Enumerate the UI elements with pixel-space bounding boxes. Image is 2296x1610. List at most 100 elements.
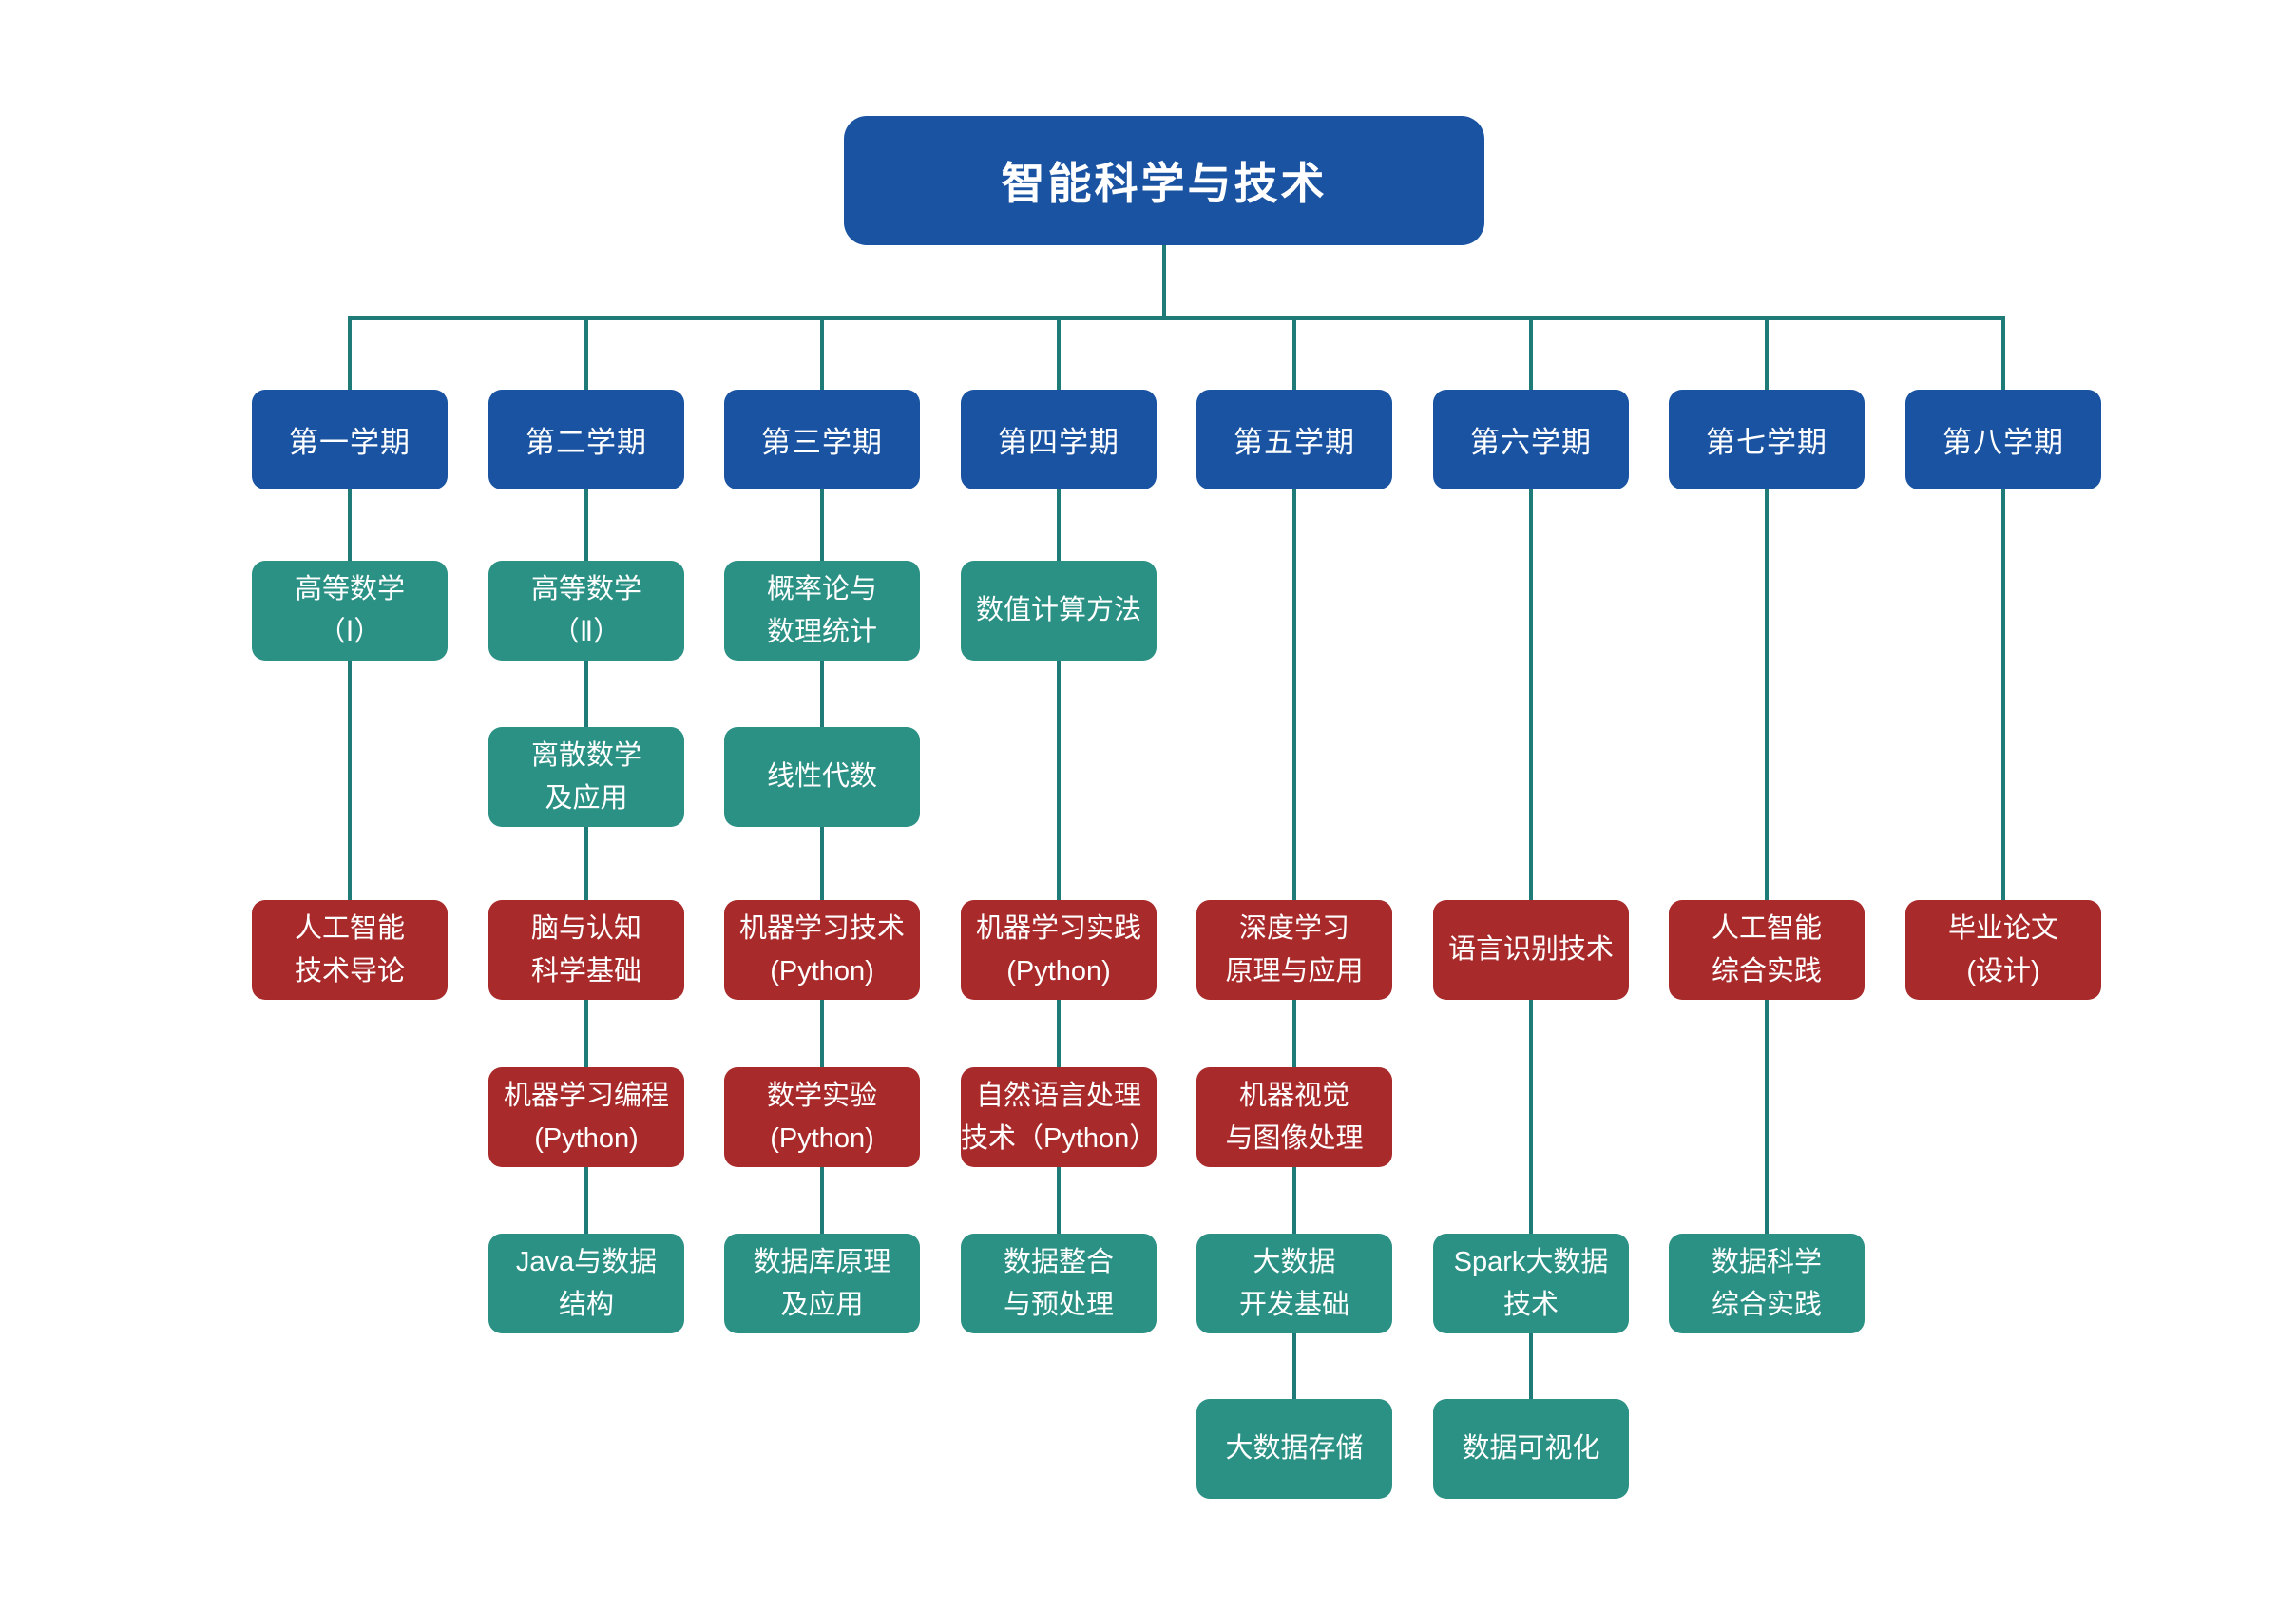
connector-line (1529, 1000, 1533, 1234)
course-node-5-4: 大数据存储 (1196, 1399, 1392, 1499)
connector-line (1162, 245, 1166, 320)
course-node-1-2: 人工智能 技术导论 (252, 900, 448, 1000)
node-label: 数值计算方法 (975, 595, 1141, 626)
node-label: 线性代数 (766, 761, 877, 793)
connector-line (1765, 489, 1769, 900)
root-label: 智能科学与技术 (1001, 159, 1328, 208)
connector-line (1292, 316, 1296, 390)
connector-line (820, 1167, 824, 1234)
course-node-5-2: 机器视觉 与图像处理 (1196, 1067, 1392, 1167)
course-node-2-2: 离散数学 及应用 (488, 727, 684, 827)
connector-line (348, 661, 352, 900)
node-label: 人工智能 综合实践 (1711, 912, 1822, 987)
semester-node-5: 第五学期 (1196, 390, 1392, 489)
course-node-3-1: 概率论与 数理统计 (724, 561, 920, 661)
course-node-2-3: 脑与认知 科学基础 (488, 900, 684, 1000)
course-node-4-4: 数据整合 与预处理 (961, 1234, 1157, 1333)
connector-line (1057, 661, 1061, 900)
course-node-6-2: Spark大数据 技术 (1433, 1234, 1629, 1333)
connector-bar (348, 316, 2005, 320)
course-node-1-1: 高等数学 （Ⅰ） (252, 561, 448, 661)
connector-line (820, 1000, 824, 1067)
node-label: 数据整合 与预处理 (1003, 1246, 1114, 1320)
connector-line (584, 1000, 588, 1067)
connector-line (584, 1167, 588, 1234)
course-node-2-1: 高等数学 （Ⅱ） (488, 561, 684, 661)
semester-node-6: 第六学期 (1433, 390, 1629, 489)
connector-line (2001, 489, 2005, 900)
connector-line (584, 827, 588, 900)
course-node-4-3: 自然语言处理 技术（Python） (961, 1067, 1157, 1167)
course-node-3-5: 数据库原理 及应用 (724, 1234, 920, 1333)
course-node-6-1: 语言识别技术 (1433, 900, 1629, 1000)
course-node-7-2: 数据科学 综合实践 (1669, 1234, 1865, 1333)
semester-node-7: 第七学期 (1669, 390, 1865, 489)
connector-line (820, 316, 824, 390)
node-label: 脑与认知 科学基础 (530, 912, 641, 987)
course-node-3-4: 数学实验 (Python) (724, 1067, 920, 1167)
course-node-4-1: 数值计算方法 (961, 561, 1157, 661)
course-node-7-1: 人工智能 综合实践 (1669, 900, 1865, 1000)
node-label: 第一学期 (289, 426, 411, 459)
node-label: 高等数学 （Ⅰ） (294, 573, 405, 647)
course-node-5-3: 大数据 开发基础 (1196, 1234, 1392, 1333)
node-label: 机器学习编程 (Python) (503, 1080, 669, 1154)
connector-line (820, 489, 824, 561)
connector-line (584, 316, 588, 390)
connector-line (1057, 316, 1061, 390)
node-label: 第二学期 (526, 426, 647, 459)
connector-line (2001, 316, 2005, 390)
course-node-3-3: 机器学习技术 (Python) (724, 900, 920, 1000)
node-label: 第五学期 (1234, 426, 1355, 459)
semester-node-1: 第一学期 (252, 390, 448, 489)
node-label: 深度学习 原理与应用 (1225, 912, 1364, 987)
node-label: 数据科学 综合实践 (1711, 1246, 1822, 1320)
course-node-4-2: 机器学习实践 (Python) (961, 900, 1157, 1000)
connector-line (1529, 1333, 1533, 1399)
node-label: 数据库原理 及应用 (753, 1246, 891, 1320)
connector-line (1292, 489, 1296, 900)
connector-line (1765, 316, 1769, 390)
node-label: 第四学期 (998, 426, 1119, 459)
node-label: 大数据 开发基础 (1238, 1246, 1349, 1320)
connector-line (1529, 489, 1533, 900)
semester-node-3: 第三学期 (724, 390, 920, 489)
node-label: 毕业论文 (设计) (1947, 912, 2058, 987)
course-node-8-1: 毕业论文 (设计) (1905, 900, 2101, 1000)
node-label: 机器学习实践 (Python) (975, 912, 1141, 987)
connector-line (820, 827, 824, 900)
node-label: 大数据存储 (1225, 1433, 1364, 1465)
node-label: Spark大数据 技术 (1453, 1246, 1609, 1320)
connector-line (1057, 1000, 1061, 1067)
course-node-6-3: 数据可视化 (1433, 1399, 1629, 1499)
connector-line (1292, 1333, 1296, 1399)
connector-line (584, 489, 588, 561)
course-node-2-4: 机器学习编程 (Python) (488, 1067, 684, 1167)
semester-node-8: 第八学期 (1905, 390, 2101, 489)
connector-line (1292, 1167, 1296, 1234)
connector-line (1765, 1000, 1769, 1234)
node-label: 第八学期 (1942, 426, 2064, 459)
connector-line (820, 661, 824, 727)
node-label: 概率论与 数理统计 (766, 573, 877, 647)
semester-node-2: 第二学期 (488, 390, 684, 489)
node-label: 高等数学 （Ⅱ） (530, 573, 641, 647)
course-node-5-1: 深度学习 原理与应用 (1196, 900, 1392, 1000)
course-node-3-2: 线性代数 (724, 727, 920, 827)
node-label: 语言识别技术 (1447, 934, 1614, 966)
node-label: 数学实验 (Python) (766, 1080, 877, 1154)
node-label: 自然语言处理 技术（Python） (961, 1080, 1158, 1154)
connector-line (1057, 1167, 1061, 1234)
connector-line (1292, 1000, 1296, 1067)
node-label: 机器视觉 与图像处理 (1225, 1080, 1364, 1154)
node-label: 人工智能 技术导论 (294, 912, 405, 987)
node-label: 机器学习技术 (Python) (738, 912, 905, 987)
connector-line (1529, 316, 1533, 390)
node-label: 第七学期 (1706, 426, 1827, 459)
connector-line (584, 661, 588, 727)
connector-line (348, 489, 352, 561)
course-node-2-5: Java与数据 结构 (488, 1234, 684, 1333)
node-label: 第三学期 (761, 426, 883, 459)
node-label: 第六学期 (1470, 426, 1592, 459)
